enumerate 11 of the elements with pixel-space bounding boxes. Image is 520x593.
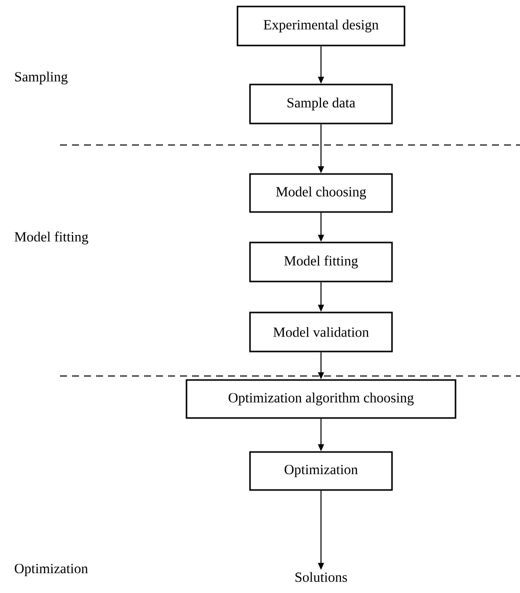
- stage-label: Model fitting: [14, 232, 88, 244]
- process-box: Optimization algorithm choosing: [186, 379, 456, 419]
- stage-label: Sampling: [15, 72, 68, 84]
- process-box: Optimization: [249, 451, 393, 491]
- process-box: Sample data: [249, 84, 393, 124]
- process-box: Model fitting: [249, 242, 393, 282]
- process-box: Experimental design: [236, 6, 406, 46]
- end-label: Solutions: [296, 572, 347, 582]
- process-box: Model choosing: [249, 173, 393, 213]
- process-box: Model validation: [249, 312, 393, 352]
- stage-label: Optimization: [14, 564, 88, 576]
